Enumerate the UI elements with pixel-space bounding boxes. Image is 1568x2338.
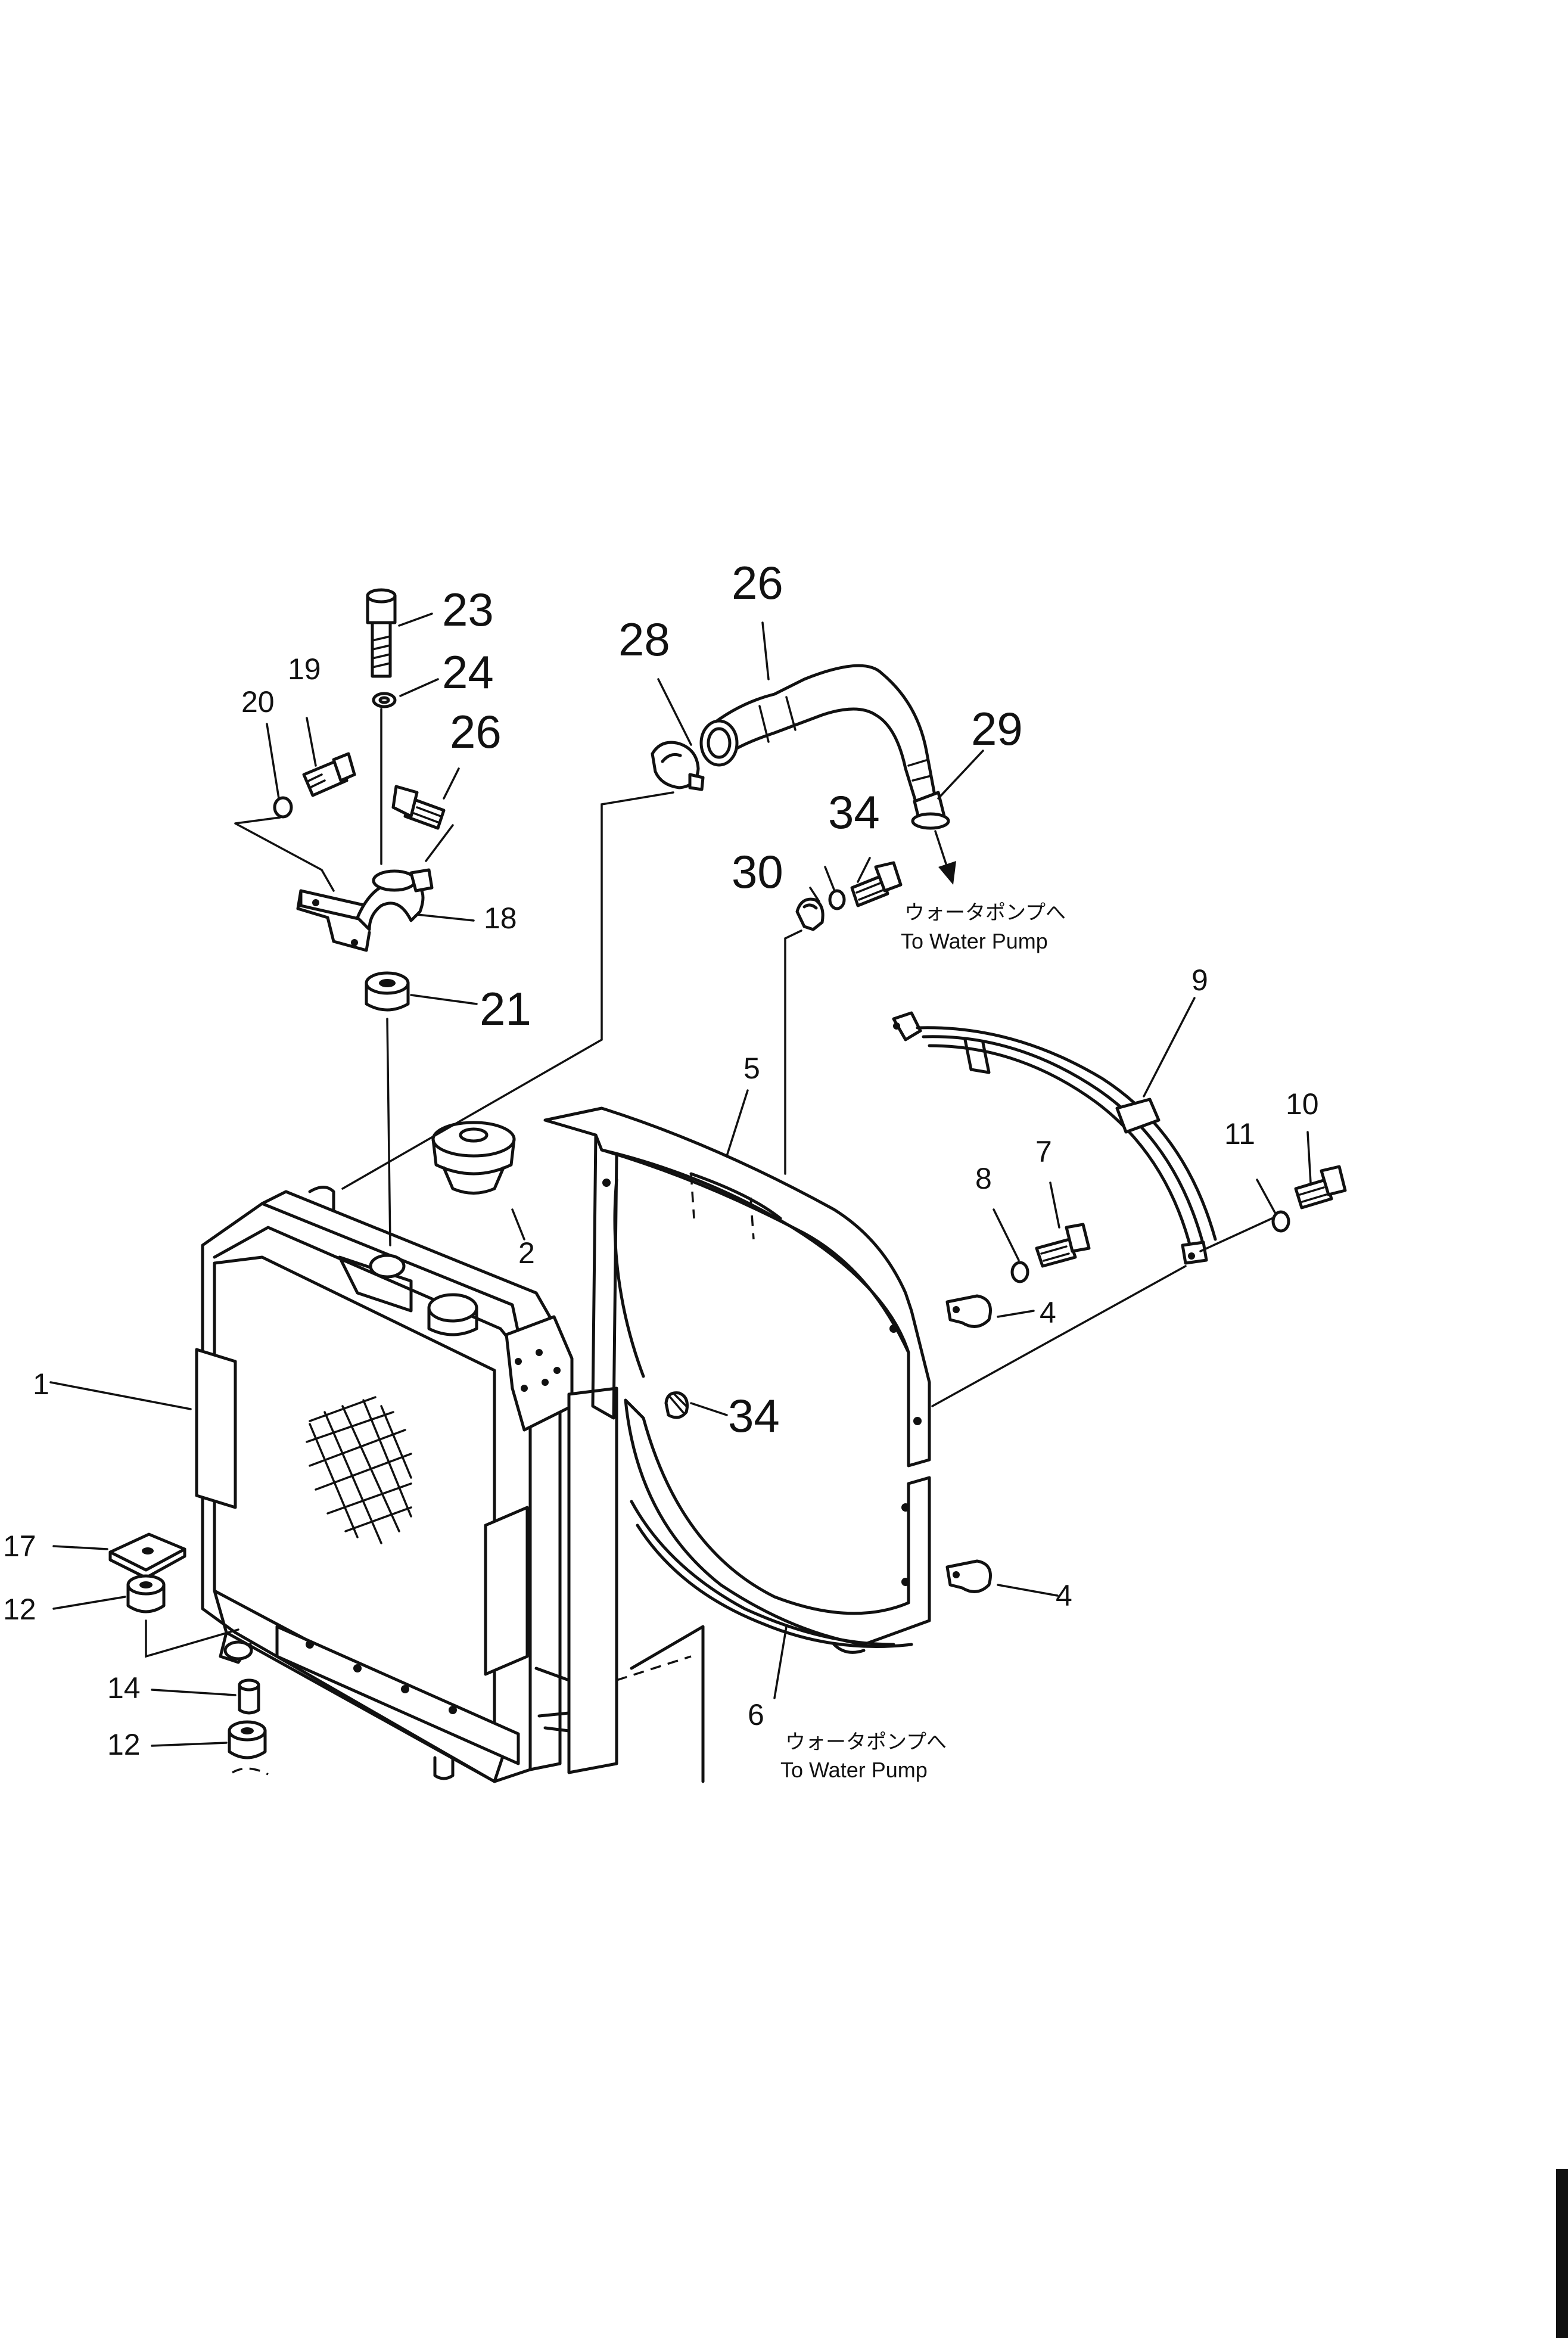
callout-18: 19 — [288, 652, 321, 686]
cushion-12-upper — [126, 1574, 166, 1613]
callout-6: 6 — [748, 1698, 764, 1731]
callout-20: 21 — [480, 983, 531, 1035]
edge-mark — [1556, 2169, 1568, 2338]
callout-21: 23 — [442, 583, 494, 636]
bolt-18 — [302, 752, 356, 797]
note-lower-en: To Water Pump — [780, 1758, 928, 1782]
cushion-plate-14 — [108, 1532, 186, 1580]
callout-26-left: 28 — [618, 613, 670, 666]
cushion-12-lower — [228, 1720, 267, 1759]
callout-4-lower: 4 — [1056, 1579, 1072, 1612]
collar-13 — [238, 1678, 260, 1715]
lock-washer-8 — [1010, 1261, 1029, 1283]
callout-8: 8 — [975, 1162, 992, 1195]
rubber-mount-20 — [365, 971, 410, 1012]
callout-13: 14 — [107, 1671, 141, 1705]
callout-9: 9 — [1191, 963, 1208, 997]
callout-1: 1 — [33, 1367, 49, 1401]
callout-23: 26 — [450, 705, 502, 758]
callout-5: 5 — [743, 1052, 760, 1085]
note-upper-jp: ウォータポンプへ — [904, 901, 1066, 925]
clip-4-lower — [945, 1559, 992, 1593]
plug-34 — [664, 1391, 689, 1419]
callout-2: 2 — [518, 1236, 535, 1270]
callout-14: 17 — [3, 1529, 36, 1563]
lock-washer-19 — [273, 796, 293, 819]
callout-12-lower: 12 — [107, 1728, 141, 1761]
callout-12-upper: 12 — [3, 1593, 36, 1626]
bolt-10 — [1294, 1165, 1347, 1210]
bolt-23 — [391, 785, 446, 830]
hose-24 — [699, 664, 950, 830]
callout-4-upper: 4 — [1040, 1296, 1056, 1329]
washer-11 — [1271, 1210, 1290, 1233]
callout-29: 34 — [828, 786, 880, 838]
bolt-7 — [1035, 1223, 1091, 1268]
washer-30 — [828, 889, 846, 910]
hose-clamp-26-upper-left — [651, 741, 705, 791]
radiator-cap — [431, 1121, 516, 1195]
callout-17: 18 — [484, 901, 517, 935]
callout-22: 24 — [442, 646, 494, 698]
note-lower-jp: ウォータポンプへ — [785, 1730, 947, 1754]
washer-22 — [372, 692, 397, 708]
radiator-core — [195, 1186, 705, 1783]
clip-28 — [795, 897, 825, 931]
lower-shroud-6 — [624, 1398, 931, 1654]
note-upper-en: To Water Pump — [901, 929, 1048, 953]
callout-24: 26 — [732, 556, 783, 609]
mount-bolt-21 — [366, 588, 397, 678]
callout-10: 10 — [1286, 1087, 1319, 1121]
callout-26-right: 29 — [971, 702, 1023, 755]
callout-28: 30 — [732, 845, 783, 898]
callout-11: 11 — [1224, 1117, 1255, 1151]
leader-lines — [49, 613, 1312, 1747]
bolt-29 — [850, 861, 903, 907]
callout-7: 7 — [1035, 1135, 1052, 1168]
upper-shroud-5 — [543, 1106, 931, 1468]
callout-34: 34 — [728, 1389, 780, 1442]
clamp-bracket-17 — [234, 816, 454, 952]
fan-guard-9 — [892, 1011, 1217, 1265]
callout-19: 20 — [241, 685, 275, 719]
clip-4-upper — [945, 1294, 992, 1328]
